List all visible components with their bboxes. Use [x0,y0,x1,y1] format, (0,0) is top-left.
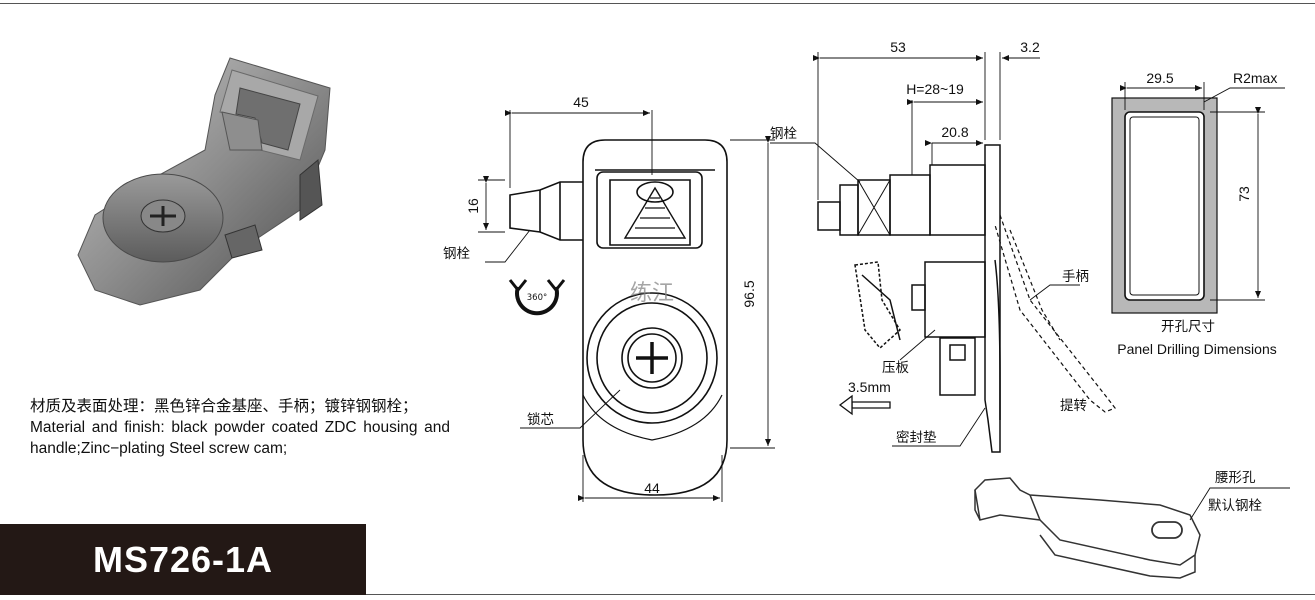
product-photo [77,57,331,306]
cam-part [974,477,1201,579]
model-code: MS726-1A [92,539,274,580]
side-view [817,144,1116,453]
top-rule [0,3,1315,4]
cam-leaders [1189,487,1290,521]
side-label-bolt: 钢栓 [770,126,798,142]
panel-dim-height: 73 [1236,186,1252,202]
cam-label-slot: 腰形孔 [1215,470,1256,486]
front-label-core: 锁芯 [527,412,554,428]
side-dim-travel: 3.5mm [848,379,891,395]
side-label-plate: 压板 [882,360,910,376]
front-label-bolt: 钢栓 [443,246,470,262]
front-dim-width: 45 [573,94,589,110]
material-description-en: Material and finish: black powder coated… [30,419,450,457]
front-view [508,139,728,496]
side-dim-grip: H=28~19 [906,81,964,97]
front-view-dimensions [478,110,775,502]
bottom-rule [0,594,1315,595]
side-label-seal: 密封垫 [896,429,937,446]
panel-cutout [1111,97,1218,314]
material-description: 材质及表面处理：黑色锌合金基座、手柄；镀锌钢钢栓； Material and f… [30,396,450,459]
model-banner: MS726-1A [0,524,366,595]
side-dim-depth: 20.8 [941,124,968,140]
panel-dimensions [1120,82,1285,301]
side-label-handle: 手柄 [1062,269,1089,285]
side-label-lift: 提转 [1060,398,1087,414]
side-dim-total: 53 [890,39,906,55]
panel-label-zh: 开孔尺寸 [1161,319,1215,335]
front-dim-height: 96.5 [741,280,757,307]
cam-label-default: 默认钢栓 [1208,498,1262,514]
material-description-zh: 材质及表面处理：黑色锌合金基座、手柄；镀锌钢钢栓； [30,398,418,415]
panel-dim-radius: R2max [1233,70,1277,86]
side-dim-gap: 3.2 [1020,39,1040,55]
front-dim-base: 44 [644,480,660,496]
panel-dim-width: 29.5 [1146,70,1173,86]
watermark: 练江 [630,281,674,306]
panel-label-en: Panel Drilling Dimensions [1117,341,1277,357]
rotation-label: 360° [527,293,547,303]
side-view-dimensions [770,52,1080,447]
front-dim-bolt-height: 16 [465,198,481,214]
